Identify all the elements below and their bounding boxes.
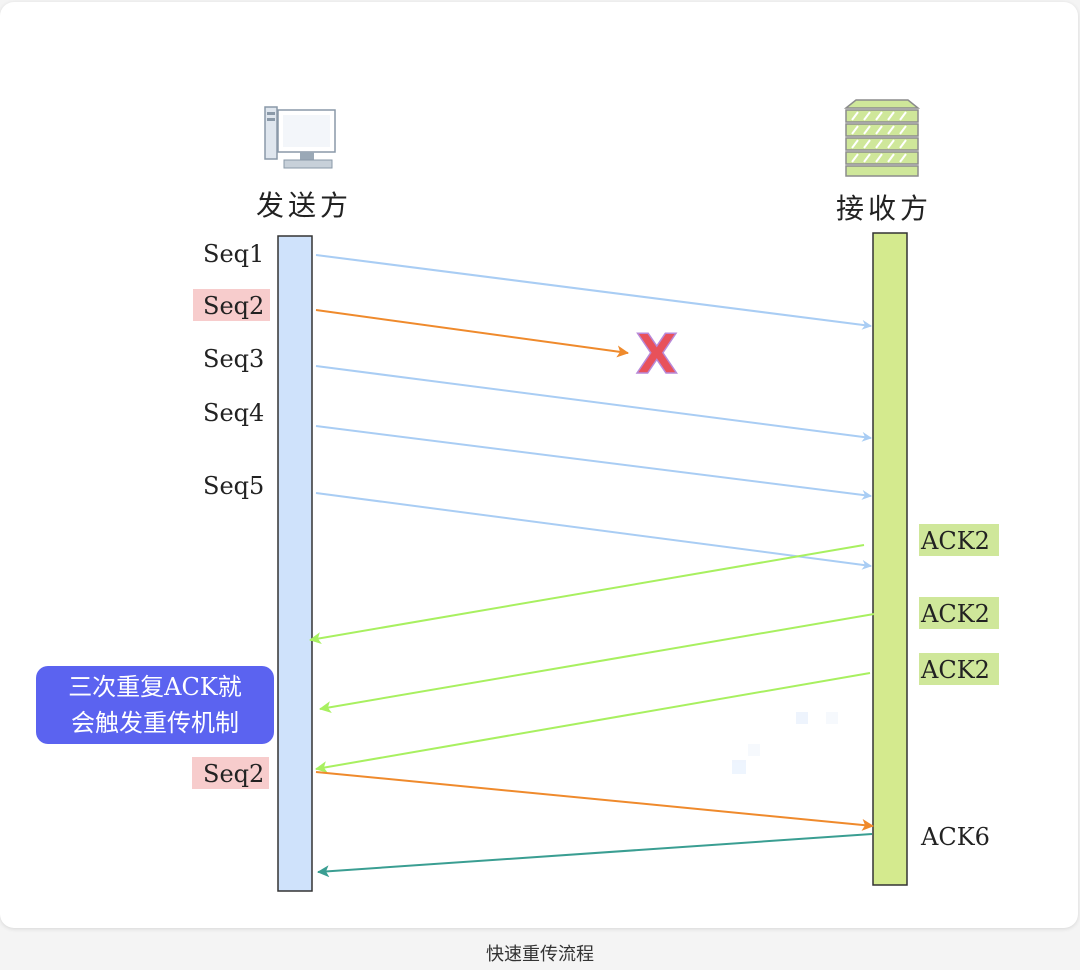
server-icon bbox=[843, 99, 921, 177]
packet-loss-marker: X bbox=[636, 323, 678, 386]
seq-label: Seq1 bbox=[203, 240, 264, 268]
seq-label: Seq3 bbox=[203, 345, 264, 373]
seq4-arrow bbox=[315, 425, 872, 500]
dup-ack-arrow bbox=[309, 544, 865, 645]
ack6-arrow bbox=[317, 833, 873, 878]
ack-highlight bbox=[919, 524, 999, 556]
note-line-2: 会触发重传机制 bbox=[71, 709, 239, 737]
dup-ack-arrow bbox=[315, 672, 871, 774]
faint-decoration bbox=[732, 712, 838, 774]
ack-highlight bbox=[919, 597, 999, 629]
seq-label: Seq5 bbox=[203, 472, 264, 500]
figure-caption: 快速重传流程 bbox=[486, 944, 594, 965]
seq2-lost-arrow bbox=[315, 309, 629, 358]
seq3-arrow bbox=[315, 365, 872, 442]
receiver-label: 接收方 bbox=[836, 192, 932, 225]
seq1-arrow bbox=[315, 254, 872, 330]
receiver-lifeline bbox=[872, 232, 908, 886]
fast-retransmit-note: 三次重复ACK就 会触发重传机制 bbox=[36, 666, 274, 744]
sender-lifeline bbox=[277, 235, 313, 892]
ack-label: ACK2 bbox=[920, 527, 990, 555]
seq5-arrow bbox=[315, 492, 872, 570]
seq-highlight bbox=[192, 757, 269, 789]
seq-label: Seq2 bbox=[203, 292, 264, 320]
ack-label: ACK6 bbox=[920, 823, 990, 851]
desktop-computer-icon bbox=[264, 106, 336, 169]
seq-highlight bbox=[193, 289, 270, 321]
sequence-diagram: 发送方 接收方 Seq1 Seq2 Seq3 Seq4 Seq5 Seq2 AC… bbox=[192, 99, 999, 892]
ack-highlight bbox=[919, 653, 999, 685]
seq-label: Seq2 bbox=[203, 760, 264, 788]
seq2-retransmit-arrow bbox=[315, 771, 874, 831]
seq-label: Seq4 bbox=[203, 399, 264, 427]
note-line-1: 三次重复ACK就 bbox=[68, 673, 242, 701]
ack-label: ACK2 bbox=[920, 656, 990, 684]
ack-label: ACK2 bbox=[920, 600, 990, 628]
sender-label: 发送方 bbox=[256, 189, 352, 222]
dup-ack-arrow bbox=[319, 613, 875, 714]
